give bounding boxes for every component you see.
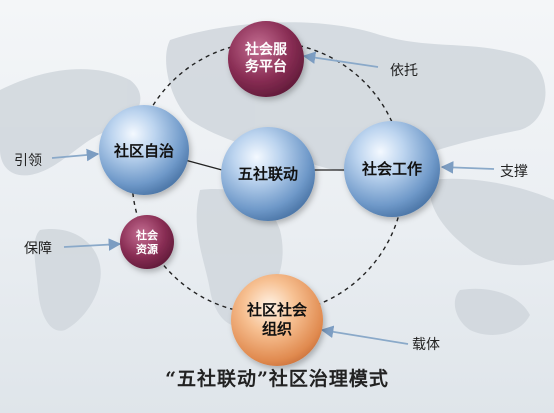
- arrow-bottom: [320, 325, 409, 345]
- diagram-caption: “五社联动”社区治理模式: [165, 368, 389, 390]
- node-small-left-circle: [120, 215, 174, 269]
- label-left: 引领: [14, 153, 42, 169]
- connector-left: [184, 159, 223, 171]
- label-bottom: 载体: [412, 337, 440, 353]
- node-top-circle: [228, 21, 304, 97]
- node-center-circle: [221, 127, 315, 221]
- arrow-top: [302, 51, 379, 68]
- arrow-left: [51, 148, 100, 162]
- label-top: 依托: [390, 63, 418, 79]
- label-right: 支撑: [500, 164, 528, 180]
- node-left-circle: [99, 105, 189, 195]
- node-right-circle: [344, 121, 440, 217]
- arrow-small-left: [63, 238, 122, 251]
- label-small-left: 保障: [24, 241, 52, 257]
- node-bottom-circle: [231, 274, 323, 366]
- arrow-right: [440, 161, 495, 174]
